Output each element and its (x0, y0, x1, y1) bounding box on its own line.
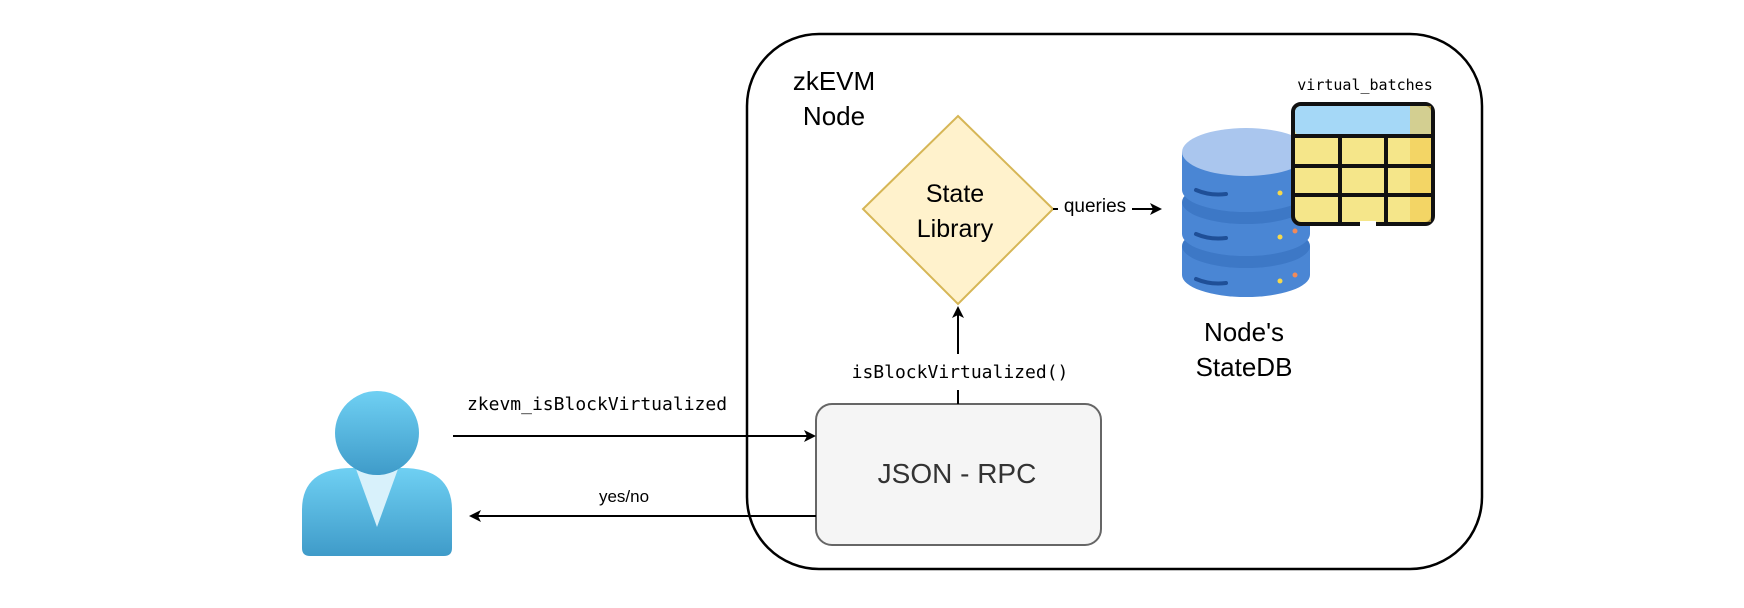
call-edge-label: isBlockVirtualized() (852, 362, 1069, 383)
user-icon (302, 391, 452, 556)
queries-edge-label: queries (1064, 196, 1126, 217)
json-rpc-node[interactable]: JSON - RPC (815, 403, 1102, 546)
state-library-label-line2: Library (917, 215, 994, 243)
statedb-label-line1: Node's (1204, 317, 1284, 347)
call-edge: isBlockVirtualized() (852, 306, 1069, 404)
state-library-node[interactable]: State Library (861, 114, 1055, 306)
response-edge: yes/no (469, 487, 816, 522)
response-edge-label: yes/no (599, 487, 649, 506)
request-edge-label: zkevm_isBlockVirtualized (467, 394, 727, 415)
state-library-label-line1: State (926, 180, 984, 208)
table-icon (1291, 102, 1435, 227)
node-title-line2: Node (803, 101, 865, 131)
json-rpc-label: JSON - RPC (878, 458, 1037, 489)
request-edge: zkevm_isBlockVirtualized (453, 394, 816, 442)
table-label: virtual_batches (1297, 76, 1432, 94)
statedb-label-line2: StateDB (1196, 352, 1293, 382)
database-icon (1182, 128, 1310, 297)
queries-edge: queries (1053, 194, 1162, 217)
node-title-line1: zkEVM (793, 66, 875, 96)
